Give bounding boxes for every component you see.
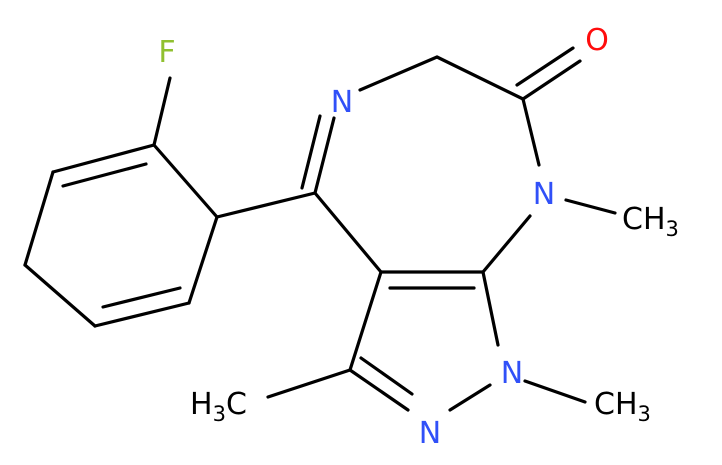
fluorine-atom: F	[158, 35, 175, 70]
bond	[348, 368, 410, 412]
bond	[93, 301, 191, 328]
bond	[521, 97, 541, 167]
c3-methyl-label: H3C	[190, 387, 247, 426]
bond	[187, 215, 219, 305]
bond	[152, 143, 219, 219]
carbonyl-oxygen-atom: O	[585, 23, 609, 58]
bond	[359, 356, 414, 396]
imine-nitrogen-atom: N	[331, 85, 353, 120]
bond	[435, 55, 525, 101]
methyl-tail-text: C	[226, 387, 247, 422]
bond	[358, 55, 439, 92]
bond	[564, 198, 617, 215]
bond	[23, 263, 97, 328]
bond	[23, 170, 55, 267]
diazepine-ring	[215, 46, 617, 274]
bond	[523, 379, 587, 404]
amide-methyl-label: CH3	[622, 202, 679, 241]
pyrazole-nitrogen-2-atom: N	[419, 416, 441, 451]
bond	[515, 46, 575, 87]
bond	[313, 191, 383, 274]
bond	[521, 59, 582, 101]
bond	[300, 114, 322, 190]
methyl-subscript: 3	[666, 217, 679, 241]
bond	[266, 368, 352, 399]
bond	[348, 270, 383, 372]
bond	[481, 214, 532, 274]
pyrazole-ring	[266, 270, 587, 412]
bond	[101, 286, 182, 309]
amide-nitrogen-atom: N	[533, 177, 555, 212]
methyl-subscript: 3	[213, 402, 226, 426]
methyl-subscript: 3	[638, 402, 651, 426]
bond	[313, 116, 336, 195]
bond	[481, 270, 500, 347]
bond	[448, 383, 492, 412]
methyl-main-text: CH	[594, 387, 638, 422]
pyrazole-nitrogen-1-atom: N	[501, 356, 523, 391]
bond	[152, 76, 172, 147]
bond	[51, 143, 156, 174]
fluorophenyl-ring	[23, 76, 219, 328]
methyl-main-text: CH	[622, 202, 666, 237]
bond	[215, 191, 317, 219]
n1-methyl-label: CH3	[594, 387, 651, 426]
bond	[61, 162, 148, 188]
methyl-main-text: H	[190, 387, 213, 422]
